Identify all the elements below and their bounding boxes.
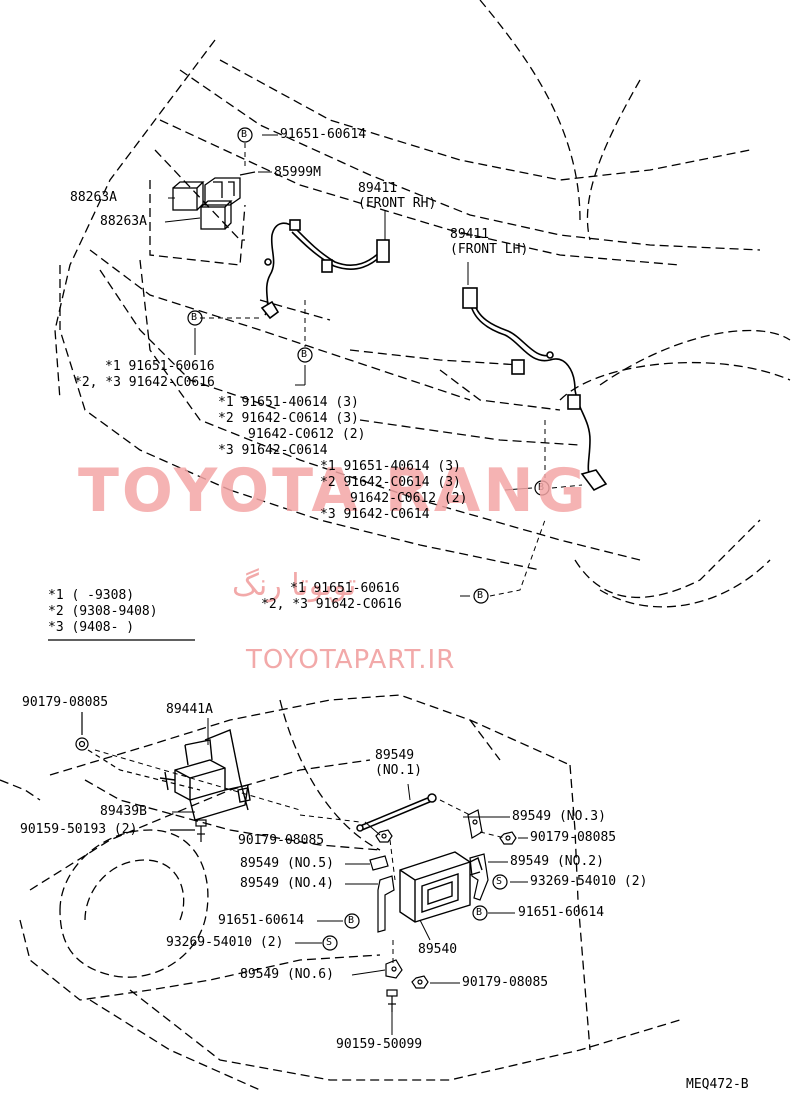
label-90179-08085-d: 90179-08085 [462, 975, 549, 990]
watermark-toyota-rang: TOYOTA RANG [78, 456, 589, 526]
leader-lines-lower [94, 718, 528, 1035]
label-90179-08085-a: 90179-08085 [22, 695, 109, 710]
marker-b-6: B [476, 907, 483, 918]
legend-line-2: *2 (9308-9408) [48, 604, 158, 619]
bracket-89549-no2 [469, 853, 489, 901]
label-group-a-2: *2, *3 91642-C0616 [74, 375, 215, 390]
marker-b-5: B [477, 590, 484, 601]
label-91651-60614-c: 91651-60614 [218, 913, 305, 928]
vehicle-outline-lower [0, 694, 681, 1091]
marker-b-3: B [301, 349, 308, 360]
label-93269-54010-a: 93269-54010 (2) [166, 935, 284, 950]
leader-lines-upper [164, 134, 583, 597]
label-89411-rh: 89411 [358, 181, 398, 196]
front-lh-wire-harness [462, 287, 608, 492]
bolt-90179-08085-left [75, 712, 201, 791]
label-89549-no3: 89549 (NO.3) [512, 809, 606, 824]
label-89411-lh: 89411 [450, 227, 490, 242]
ecu-89540 [399, 851, 483, 923]
label-group-d-1: *1 91651-60616 [290, 581, 400, 596]
label-group-b-3: 91642-C0612 (2) [248, 427, 366, 442]
marker-b-1: B [241, 129, 248, 140]
marker-b-2: B [191, 312, 198, 323]
label-88263A-2: 88263A [100, 214, 147, 229]
watermark-persian: تویوتا رنگ [232, 568, 357, 603]
label-88263A-1: 88263A [70, 190, 117, 205]
circle-markers [187, 127, 550, 951]
label-93269-54010-b: 93269-54010 (2) [530, 874, 648, 889]
label-89411-lh-sub: (FRONT LH) [450, 242, 529, 257]
front-rh-wire-harness [260, 219, 390, 320]
label-89549-no5: 89549 (NO.5) [240, 856, 334, 871]
label-89549-no2: 89549 (NO.2) [510, 854, 604, 869]
label-group-b-1: *1 91651-40614 (3) [218, 395, 359, 410]
wire-89549-no1 [356, 793, 437, 832]
label-group-d-2: *2, *3 91642-C0616 [261, 597, 402, 612]
watermark-site: TOYOTAPART.IR [246, 645, 456, 675]
label-89441A: 89441A [166, 702, 213, 717]
marker-b-7: B [348, 915, 355, 926]
label-90159-50099: 90159-50099 [336, 1037, 423, 1052]
label-group-b-2: *2 91642-C0614 (3) [218, 411, 359, 426]
bracket-89549-no5 [369, 855, 389, 871]
label-91651-60614-top: 91651-60614 [280, 127, 367, 142]
marker-s-2: S [326, 937, 333, 948]
label-90159-50193: 90159-50193 (2) [20, 822, 138, 837]
label-90179-08085-b: 90179-08085 [238, 833, 325, 848]
legend-line-3: *3 (9408- ) [48, 620, 135, 635]
label-90179-08085-c: 90179-08085 [530, 830, 617, 845]
nut-90179-08085-mid [375, 829, 393, 843]
label-89549-no1: 89549 [375, 748, 415, 763]
label-group-a-1: *1 91651-60616 [105, 359, 215, 374]
nut-90179-08085-bottom [411, 975, 429, 989]
label-89439B: 89439B [100, 804, 147, 819]
label-89549-no4: 89549 (NO.4) [240, 876, 334, 891]
bolt-90159-50193 [170, 819, 207, 842]
diagram-code: MEQ472-B [686, 1077, 749, 1092]
label-group-b-4: *3 91642-C0614 [218, 443, 328, 458]
bracket-89549-no3 [467, 809, 483, 839]
label-91651-60614-d: 91651-60614 [518, 905, 605, 920]
vehicle-outline-upper [54, 0, 791, 608]
connector-89549-no6 [385, 959, 403, 979]
relay-assembly [172, 171, 256, 230]
legend-line-1: *1 ( -9308) [48, 588, 135, 603]
label-group-c-2: *2 91642-C0614 (3) [320, 475, 461, 490]
marker-s-1: S [496, 876, 503, 887]
label-89411-rh-sub: (FRONT RH) [358, 196, 437, 211]
bolt-90159-50099 [386, 989, 398, 1012]
bracket-89549-no4 [377, 875, 395, 933]
label-85999M: 85999M [274, 165, 321, 180]
label-group-c-4: *3 91642-C0614 [320, 507, 430, 522]
sensor-89441A [159, 729, 251, 821]
label-89540: 89540 [418, 942, 458, 957]
marker-b-4: B [538, 482, 545, 493]
label-89549-no1-sub: (NO.1) [375, 763, 422, 778]
label-group-c-1: *1 91651-40614 (3) [320, 459, 461, 474]
nut-90179-08085-right [499, 831, 517, 845]
label-89549-no6: 89549 (NO.6) [240, 967, 334, 982]
label-group-c-3: 91642-C0612 (2) [350, 491, 468, 506]
